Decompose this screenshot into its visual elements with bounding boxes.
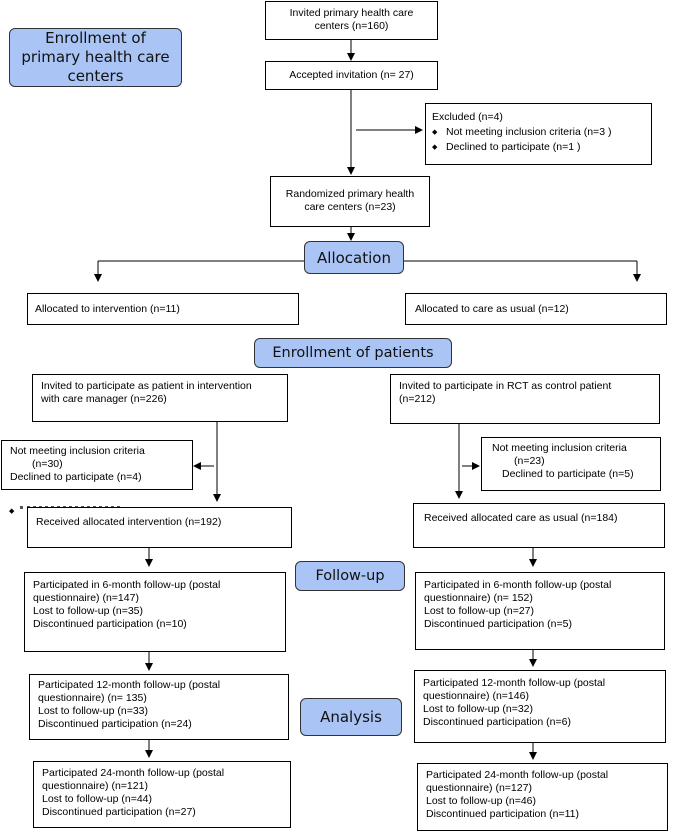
box-followup-6m-intervention: Participated in 6-month follow-up (posta…: [24, 572, 286, 652]
stray-bullet-icon: ◆: [9, 508, 15, 515]
label-follow-up: Follow-up: [295, 561, 405, 591]
box-followup-12m-intervention: Participated 12-month follow-up (postal …: [29, 674, 289, 740]
box-allocated-intervention: Allocated to intervention (n=11): [27, 293, 299, 325]
box-followup-24m-intervention: Participated 24-month follow-up (postal …: [33, 761, 291, 828]
box-invited-intervention: Invited to participate as patient in int…: [32, 374, 288, 422]
label-allocation: Allocation: [304, 241, 404, 274]
label-enrollment-centers: Enrollment of primary health care center…: [9, 28, 182, 87]
box-invited-centers: Invited primary health care centers (n=1…: [265, 1, 438, 40]
label-enrollment-patients: Enrollment of patients: [254, 338, 452, 368]
box-randomized-centers: Randomized primary health care centers (…: [270, 176, 430, 227]
box-received-usual-care: Received allocated care as usual (n=184): [413, 503, 665, 548]
excluded-item: Not meeting inclusion criteria (n=3 ): [432, 125, 645, 140]
box-invited-control: Invited to participate in RCT as control…: [390, 374, 660, 424]
box-allocated-usual-care: Allocated to care as usual (n=12): [405, 293, 667, 325]
excluded-item: Declined to participate (n=1 ): [432, 140, 645, 155]
box-received-intervention: Received allocated intervention (n=192): [27, 507, 292, 548]
box-excluded-centers: Excluded (n=4) Not meeting inclusion cri…: [425, 103, 652, 165]
box-excluded-control-patients: Not meeting inclusion criteria (n=23) De…: [481, 437, 661, 491]
box-followup-6m-control: Participated in 6-month follow-up (posta…: [415, 572, 665, 650]
box-accepted-invitation: Accepted invitation (n= 27): [265, 61, 438, 90]
box-followup-12m-control: Participated 12-month follow-up (postal …: [414, 670, 666, 743]
label-analysis: Analysis: [300, 698, 402, 736]
box-followup-24m-control: Participated 24-month follow-up (postal …: [417, 763, 668, 831]
box-excluded-intervention-patients: Not meeting inclusion criteria (n=30) De…: [1, 440, 193, 490]
